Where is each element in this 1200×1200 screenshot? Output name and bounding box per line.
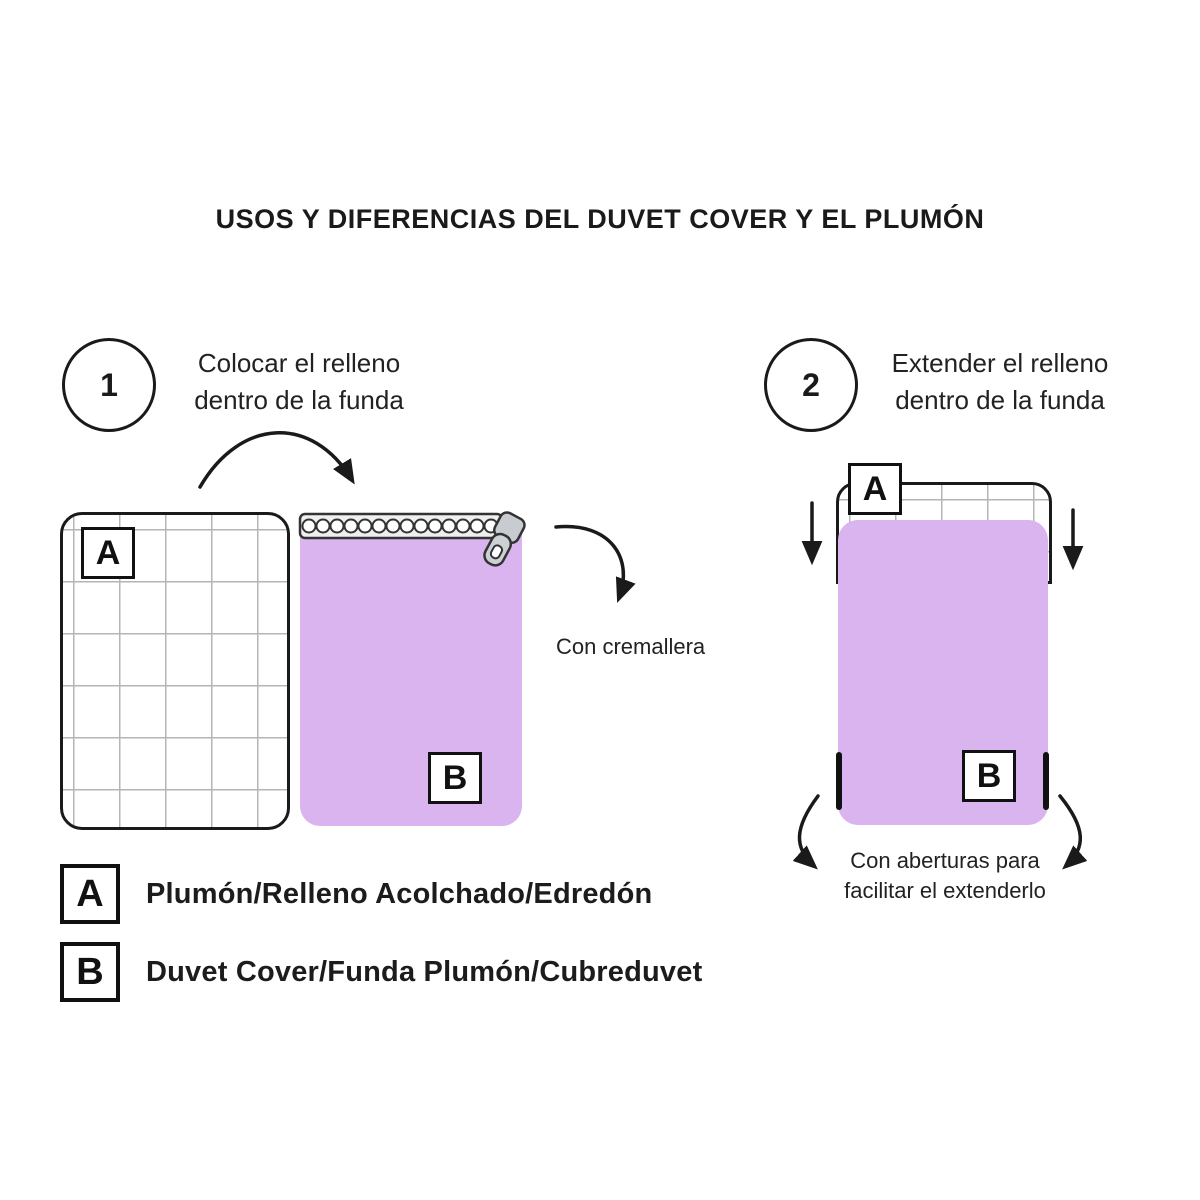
legend-row-a: A Plumón/Relleno Acolchado/Edredón: [60, 864, 652, 924]
step2-badge: 2: [764, 338, 858, 432]
label-b-right: B: [976, 756, 1002, 795]
step1-curved-arrow-icon: [198, 431, 355, 489]
step2-caption-line1: Extender el relleno: [891, 348, 1109, 378]
label-box-b-right: B: [962, 750, 1016, 802]
label-box-a-right: A: [848, 463, 902, 515]
step1-badge: 1: [62, 338, 156, 432]
step2-number: 2: [802, 366, 820, 403]
legend-row-b: B Duvet Cover/Funda Plumón/Cubreduvet: [60, 942, 702, 1002]
step1-caption-line2: dentro de la funda: [194, 385, 404, 415]
label-a-left: A: [95, 533, 121, 572]
duvet-b-left: B: [300, 514, 522, 826]
legend-text-a: Plumón/Relleno Acolchado/Edredón: [146, 877, 653, 910]
step1-number: 1: [100, 366, 118, 403]
step2-caption: Extender el relleno dentro de la funda: [862, 345, 1138, 419]
opening-slit-right: [1043, 752, 1049, 810]
zipper-curved-arrow-icon: [554, 524, 636, 603]
label-box-b-left: B: [428, 752, 482, 804]
legend-text-b: Duvet Cover/Funda Plumón/Cubreduvet: [146, 955, 703, 988]
legend-key-box-a: A: [60, 864, 120, 924]
openings-caption-line1: Con aberturas para: [850, 848, 1040, 873]
title: USOS Y DIFERENCIAS DEL DUVET COVER Y EL …: [215, 204, 985, 234]
legend-key-a: A: [76, 872, 104, 915]
step1-caption-line1: Colocar el relleno: [197, 348, 401, 378]
opening-slit-left: [836, 752, 842, 810]
zipper-caption: Con cremallera: [556, 634, 706, 659]
step1-caption: Colocar el relleno dentro de la funda: [168, 345, 430, 419]
step2-caption-line2: dentro de la funda: [895, 385, 1105, 415]
openings-caption: Con aberturas para facilitar el extender…: [795, 846, 1095, 906]
legend-key-b: B: [76, 950, 104, 993]
label-box-a-left: A: [81, 527, 135, 579]
openings-caption-line2: facilitar el extenderlo: [844, 878, 1046, 903]
comforter-a-left: A: [60, 512, 290, 830]
label-b-left: B: [442, 758, 468, 797]
duvet-b-right: B: [838, 520, 1048, 825]
label-a-right: A: [862, 469, 888, 508]
legend-key-box-b: B: [60, 942, 120, 1002]
